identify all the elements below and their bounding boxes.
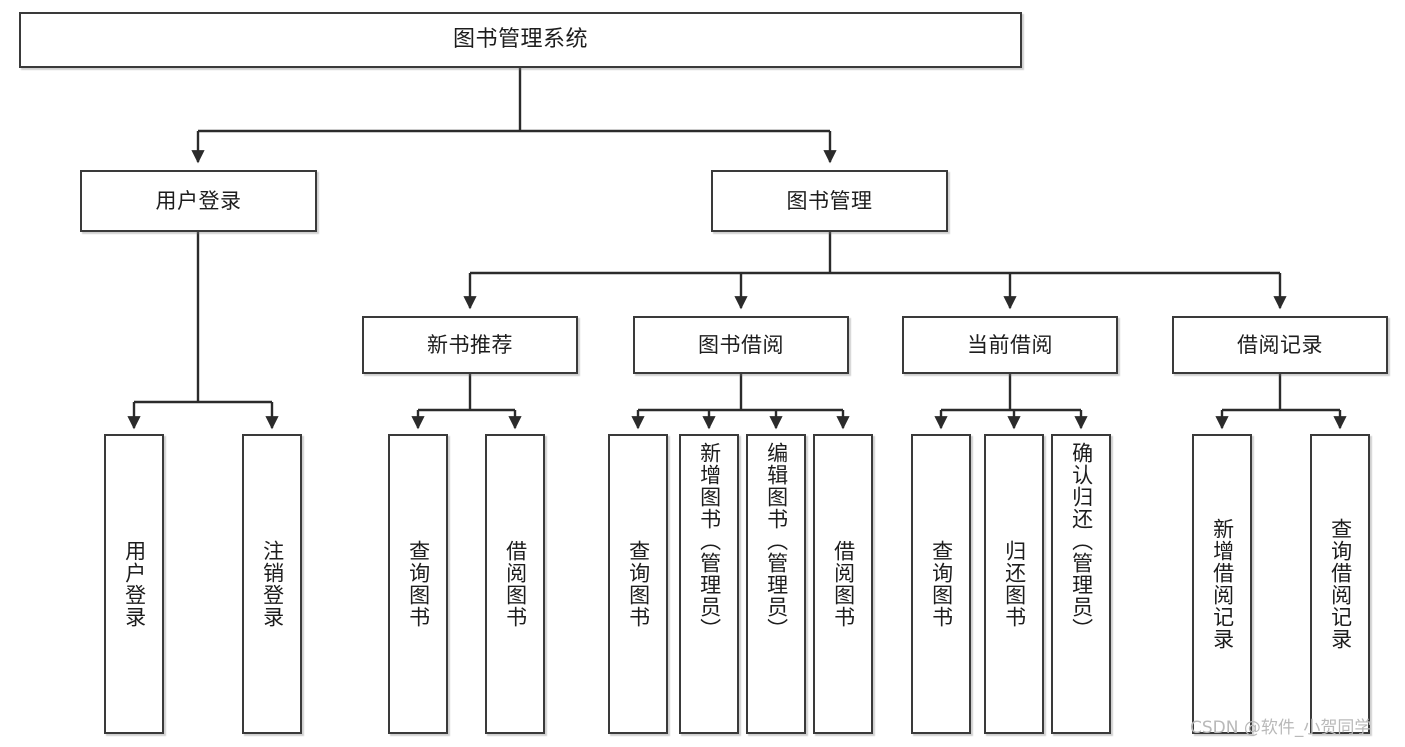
node-leaf-confirm-return-label: 确认归还（管理员）	[1069, 442, 1094, 640]
node-leaf-borrow-book-1[interactable]: 借阅图书	[485, 434, 545, 734]
node-leaf-confirm-return[interactable]: 确认归还（管理员）	[1051, 434, 1111, 734]
node-borrow-record[interactable]: 借阅记录	[1172, 316, 1388, 374]
node-leaf-borrow-book-2-label: 借阅图书	[831, 540, 856, 628]
node-root[interactable]: 图书管理系统	[19, 12, 1022, 68]
node-new-book-rec-label: 新书推荐	[427, 332, 513, 357]
node-leaf-add-record[interactable]: 新增借阅记录	[1192, 434, 1252, 734]
node-current-borrow[interactable]: 当前借阅	[902, 316, 1118, 374]
node-leaf-edit-book-label: 编辑图书（管理员）	[764, 442, 789, 640]
node-leaf-query-book-2[interactable]: 查询图书	[608, 434, 668, 734]
node-root-label: 图书管理系统	[452, 27, 588, 53]
node-leaf-user-login-label: 用户登录	[122, 540, 147, 628]
node-leaf-user-logout[interactable]: 注销登录	[242, 434, 302, 734]
node-leaf-query-book-3-label: 查询图书	[929, 540, 954, 628]
node-user-login-label: 用户登录	[155, 188, 242, 213]
node-leaf-add-record-label: 新增借阅记录	[1210, 518, 1235, 650]
node-leaf-user-login[interactable]: 用户登录	[104, 434, 164, 734]
node-book-manage[interactable]: 图书管理	[711, 170, 948, 232]
node-leaf-return-book[interactable]: 归还图书	[984, 434, 1044, 734]
node-leaf-query-book-1-label: 查询图书	[406, 540, 431, 628]
node-leaf-add-book[interactable]: 新增图书（管理员）	[679, 434, 739, 734]
node-leaf-query-book-2-label: 查询图书	[626, 540, 651, 628]
node-leaf-query-record[interactable]: 查询借阅记录	[1310, 434, 1370, 734]
node-leaf-add-book-label: 新增图书（管理员）	[697, 442, 722, 640]
node-book-borrow-label: 图书借阅	[698, 332, 784, 357]
node-borrow-record-label: 借阅记录	[1237, 332, 1323, 357]
node-leaf-borrow-book-1-label: 借阅图书	[503, 540, 528, 628]
node-leaf-query-book-1[interactable]: 查询图书	[388, 434, 448, 734]
node-leaf-return-book-label: 归还图书	[1002, 540, 1027, 628]
node-leaf-borrow-book-2[interactable]: 借阅图书	[813, 434, 873, 734]
node-leaf-user-logout-label: 注销登录	[260, 540, 285, 628]
node-leaf-query-record-label: 查询借阅记录	[1328, 518, 1353, 650]
node-leaf-edit-book[interactable]: 编辑图书（管理员）	[746, 434, 806, 734]
node-leaf-query-book-3[interactable]: 查询图书	[911, 434, 971, 734]
node-new-book-rec[interactable]: 新书推荐	[362, 316, 578, 374]
watermark: CSDN @软件_小贺同学	[1190, 718, 1372, 738]
node-book-manage-label: 图书管理	[786, 188, 873, 213]
node-current-borrow-label: 当前借阅	[967, 332, 1053, 357]
node-book-borrow[interactable]: 图书借阅	[633, 316, 849, 374]
node-user-login[interactable]: 用户登录	[80, 170, 317, 232]
